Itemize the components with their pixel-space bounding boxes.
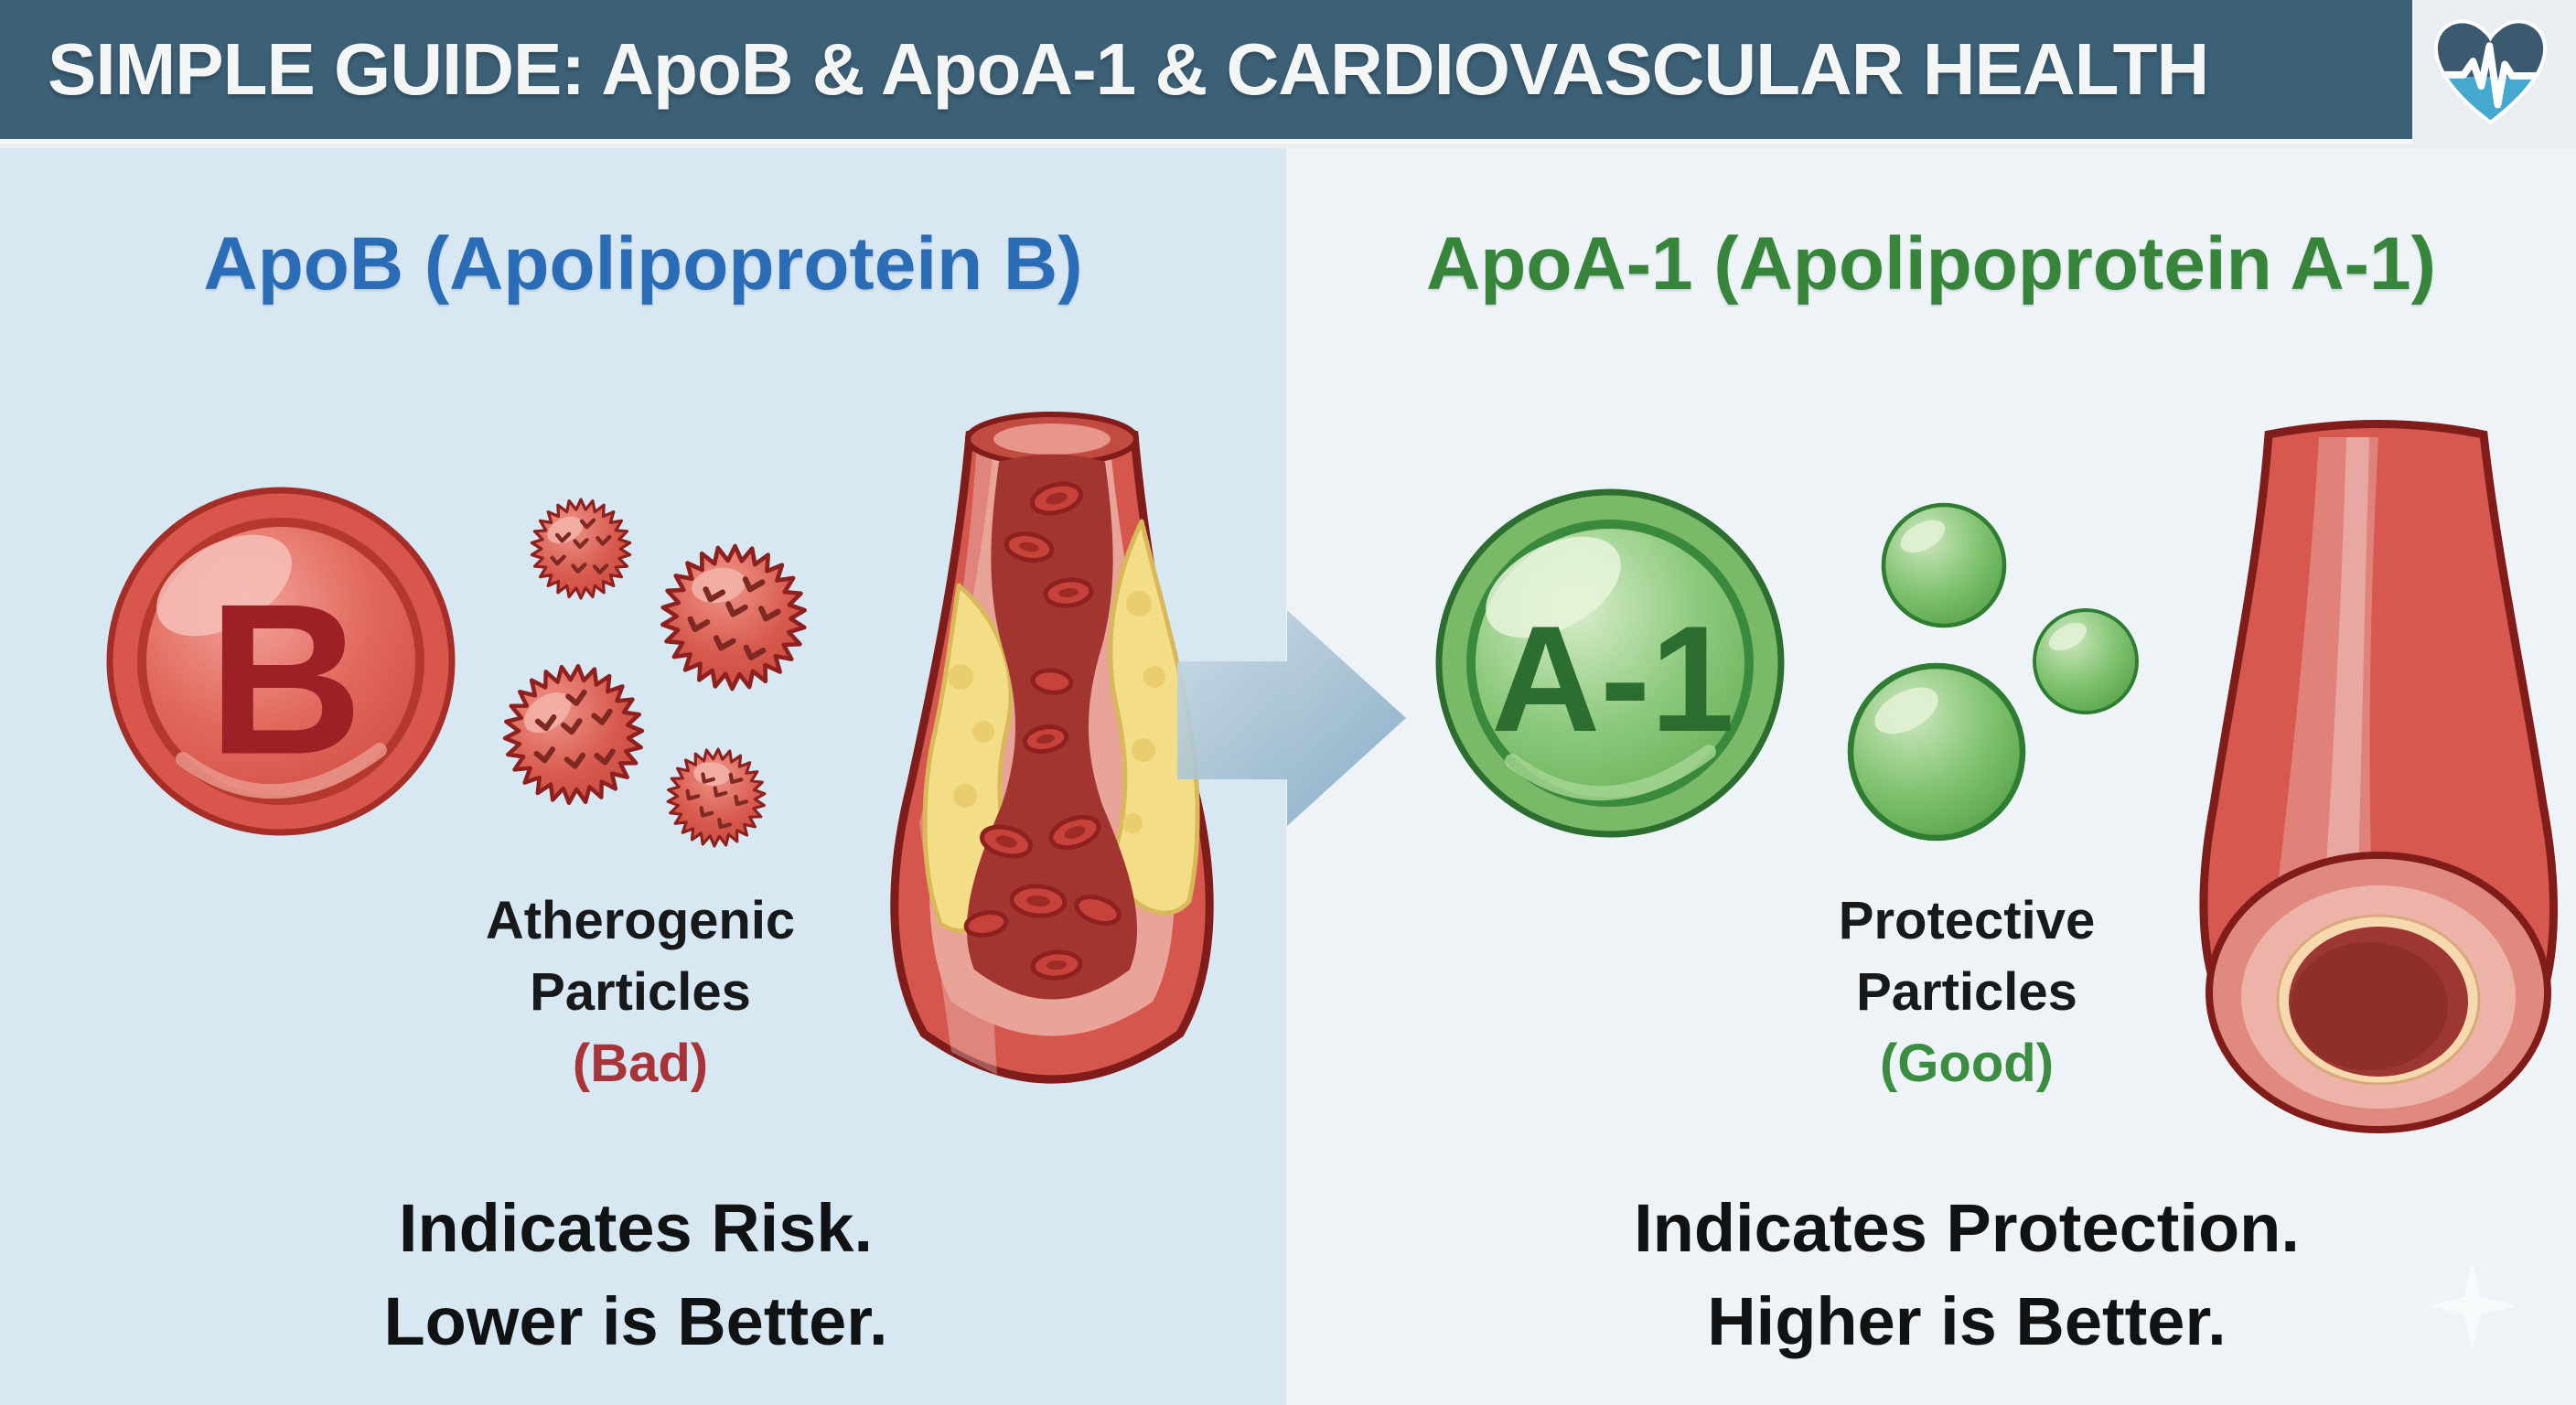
apoa-heading: ApoA-1 (Apolipoprotein A-1): [1426, 222, 2436, 306]
apob-heading: ApoB (Apolipoprotein B): [203, 222, 1083, 306]
healthy-artery-illustration: [2199, 420, 2558, 1133]
apoa-badge: A-1: [1435, 488, 1785, 838]
apob-summary-line2: Lower is Better.: [383, 1283, 888, 1359]
protective-particles: [1851, 505, 2139, 838]
protective-label: Protective Particles (Good): [1729, 885, 2205, 1099]
transition-arrow: [1177, 610, 1406, 826]
apoa-summary-line2: Higher is Better.: [1707, 1283, 2227, 1359]
apob-summary: Indicates Risk. Lower is Better.: [178, 1182, 1093, 1368]
header-bar: SIMPLE GUIDE: ApoB & ApoA-1 & CARDIOVASC…: [0, 0, 2412, 144]
protective-label-line1: Protective: [1838, 891, 2096, 950]
apoa-summary: Indicates Protection. Higher is Better.: [1509, 1182, 2424, 1368]
apob-badge: B: [106, 487, 456, 836]
atherogenic-label-line1: Atherogenic: [485, 891, 796, 950]
bad-qualifier: (Bad): [572, 1034, 709, 1093]
good-qualifier: (Good): [1879, 1034, 2055, 1093]
heart-ecg-icon: [2434, 19, 2547, 125]
atherogenic-particles: [495, 499, 821, 863]
apoa-summary-line1: Indicates Protection.: [1634, 1190, 2300, 1266]
atherogenic-label: Atherogenic Particles (Bad): [402, 885, 878, 1099]
atherogenic-label-line2: Particles: [530, 962, 751, 1022]
protective-label-line2: Particles: [1856, 962, 2077, 1022]
apob-summary-line1: Indicates Risk.: [398, 1190, 874, 1266]
page-title: SIMPLE GUIDE: ApoB & ApoA-1 & CARDIOVASC…: [48, 28, 2209, 110]
apob-badge-letter: B: [208, 559, 363, 799]
clogged-artery-illustration: [890, 412, 1214, 1084]
apoa-badge-letter: A-1: [1491, 595, 1734, 763]
